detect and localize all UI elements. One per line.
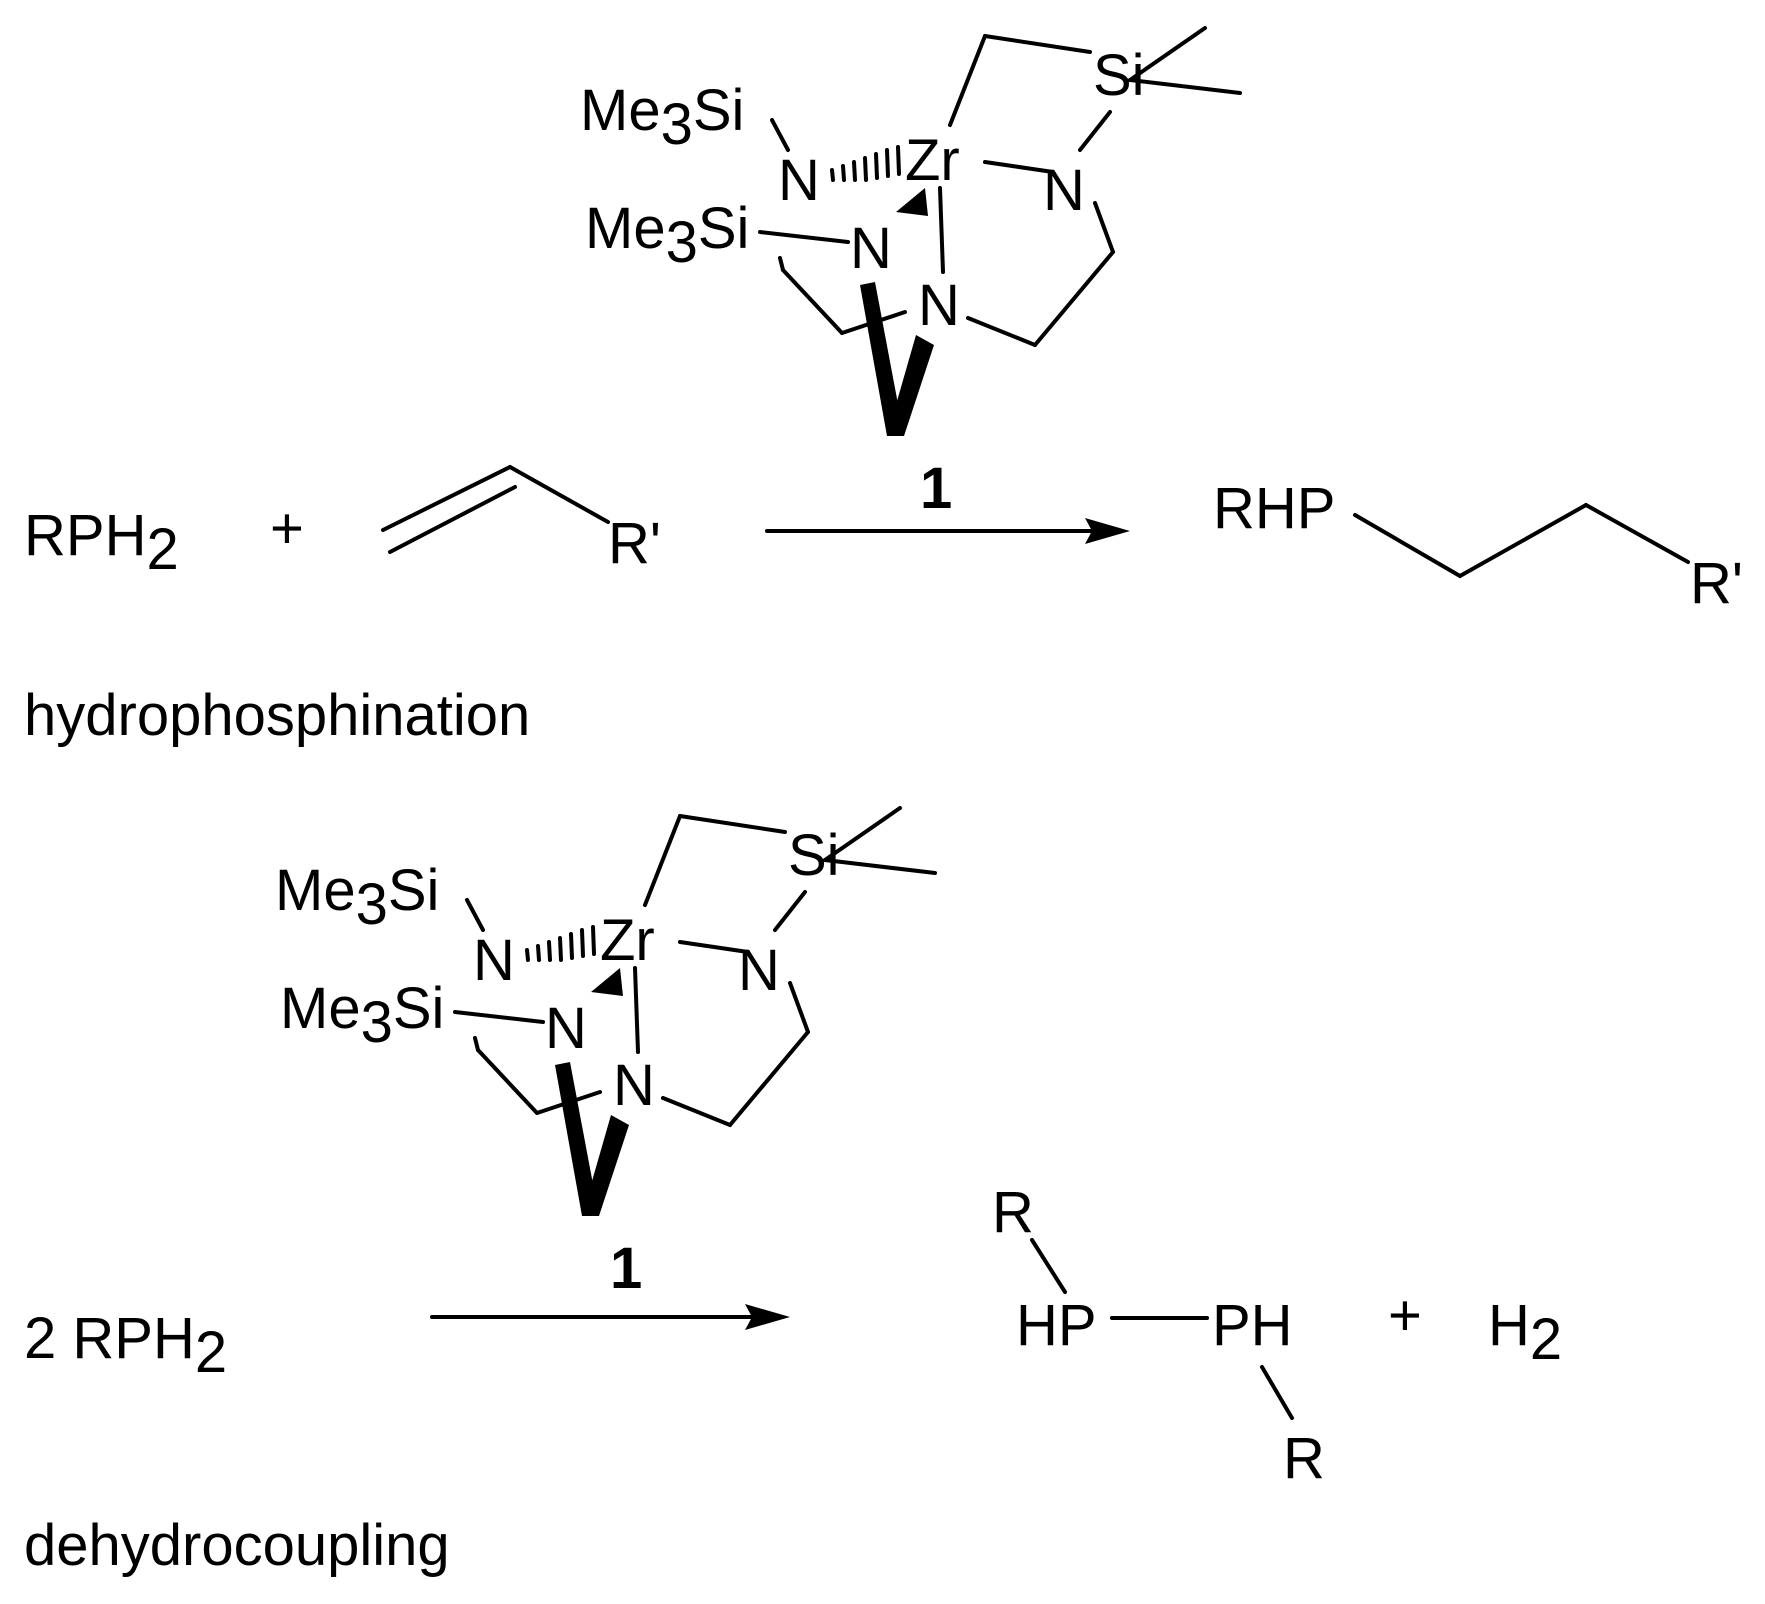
si-label: Si bbox=[1093, 43, 1145, 108]
nitrogen-label: N bbox=[545, 996, 587, 1061]
arrowhead bbox=[745, 1304, 790, 1330]
wedge-bond bbox=[555, 1062, 599, 1216]
nitrogen-label: N bbox=[473, 928, 515, 993]
product-r-label: R bbox=[992, 1180, 1034, 1245]
plus-sign: + bbox=[1388, 1283, 1422, 1348]
nitrogen-label: N bbox=[613, 1053, 655, 1118]
catalyst-structure-top: Me3Si Me3Si Si Zr N N N N 1 bbox=[580, 26, 1242, 521]
nitrogen-label: N bbox=[778, 148, 820, 213]
catalyst-number: 1 bbox=[610, 1236, 642, 1301]
me3si-label: Me3Si bbox=[585, 196, 749, 275]
nitrogen-label: N bbox=[738, 938, 780, 1003]
me3si-label: Me3Si bbox=[280, 976, 444, 1055]
alkene-substituent: R' bbox=[608, 511, 661, 576]
nitrogen-label: N bbox=[1043, 158, 1085, 223]
wedge-bond bbox=[887, 335, 934, 436]
zr-label: Zr bbox=[905, 128, 960, 193]
me3si-label: Me3Si bbox=[580, 78, 744, 157]
reactant-2rph2: 2 RPH2 bbox=[24, 1306, 227, 1385]
reaction-dehydrocoupling: 2 RPH2 R HP PH R + H2 dehydrocoupling bbox=[24, 1180, 1562, 1578]
catalyst-structure-bottom: Me3Si Me3Si Si Zr N N N N 1 bbox=[275, 806, 937, 1301]
reactant-rph2: RPH2 bbox=[24, 503, 179, 582]
reaction-name: dehydrocoupling bbox=[24, 1513, 450, 1578]
wedge-bond bbox=[896, 188, 928, 216]
me3si-label: Me3Si bbox=[275, 858, 439, 937]
hashed-bond bbox=[525, 925, 596, 962]
wedge-bond bbox=[582, 1115, 629, 1216]
catalyst-number: 1 bbox=[920, 456, 952, 521]
product-ph-label: PH bbox=[1212, 1293, 1293, 1358]
plus-sign: + bbox=[270, 496, 304, 561]
nitrogen-label: N bbox=[918, 273, 960, 338]
si-label: Si bbox=[788, 823, 840, 888]
zr-label: Zr bbox=[600, 908, 655, 973]
reaction-hydrophosphination: RPH2 + R' RHP R' hydrophosphination bbox=[24, 465, 1743, 748]
arrowhead bbox=[1085, 518, 1130, 544]
wedge-bond bbox=[591, 968, 623, 996]
reaction-name: hydrophosphination bbox=[24, 683, 530, 748]
hashed-bond bbox=[830, 145, 901, 182]
wedge-bond bbox=[860, 282, 904, 436]
product-rhp: RHP bbox=[1213, 476, 1335, 541]
product-hp-label: HP bbox=[1016, 1293, 1097, 1358]
product-substituent: R' bbox=[1690, 551, 1743, 616]
product-r-label: R bbox=[1283, 1426, 1325, 1491]
hydrogen-product: H2 bbox=[1488, 1293, 1562, 1372]
nitrogen-label: N bbox=[850, 216, 892, 281]
